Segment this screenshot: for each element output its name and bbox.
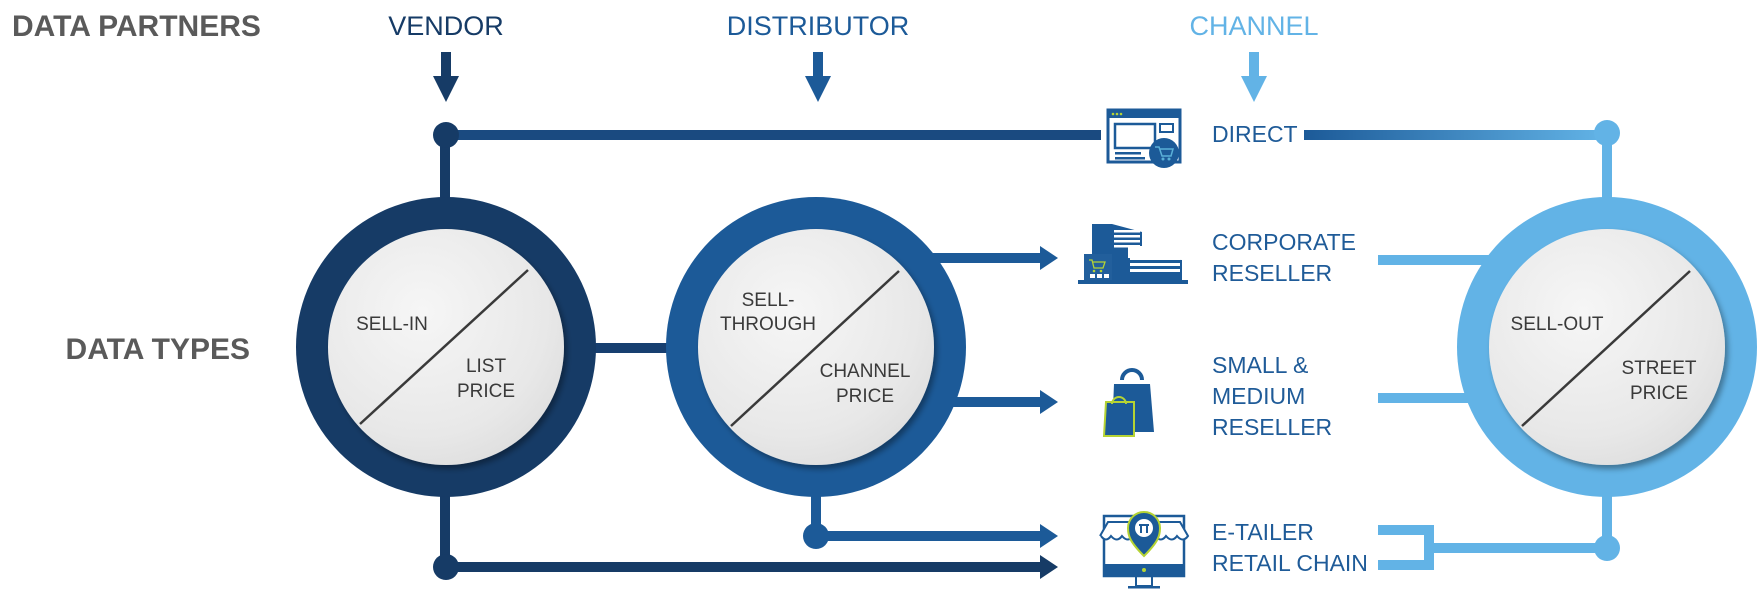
channel-down-arrow-icon [1241, 52, 1267, 102]
sell-in-divider [359, 269, 529, 425]
vendor-down-arrow-icon [433, 52, 459, 102]
partner-channel-label: CHANNEL [1189, 11, 1318, 41]
channel-price-label-line1: CHANNEL [820, 361, 911, 382]
storefront-location-icon [1099, 511, 1190, 589]
list-price-label-line1: LIST [466, 356, 507, 377]
channel-small-medium-line3: RESELLER [1212, 414, 1332, 440]
distributor-connectors [803, 246, 1058, 549]
channel-etailer-line2: RETAIL CHAIN [1212, 550, 1368, 576]
partner-distributor-label: DISTRIBUTOR [727, 11, 910, 41]
channel-small-medium-line1: SMALL & [1212, 352, 1308, 378]
channel-direct-label: DIRECT [1212, 121, 1298, 147]
sell-through-label-line1: SELL- [742, 290, 795, 311]
partner-vendor-label: VENDOR [388, 11, 504, 41]
data-type-sell-in: SELL-IN LIST PRICE [296, 197, 596, 497]
list-price-label-line2: PRICE [457, 381, 515, 402]
channel-corporate-reseller-line2: RESELLER [1212, 260, 1332, 286]
channel-price-label-line2: PRICE [836, 386, 894, 407]
vendor-connectors [433, 122, 1101, 580]
sell-in-label: SELL-IN [356, 314, 428, 335]
distributor-down-arrow-icon [805, 52, 831, 102]
data-type-sell-out: SELL-OUT STREET PRICE [1457, 197, 1757, 497]
data-types-heading: DATA TYPES [66, 333, 250, 366]
sell-out-divider [1521, 270, 1691, 427]
data-partners-heading: DATA PARTNERS [12, 10, 261, 43]
street-price-label-line1: STREET [1622, 358, 1697, 379]
channel-corporate-reseller-line1: CORPORATE [1212, 229, 1356, 255]
channel-etailer-line1: E-TAILER [1212, 519, 1314, 545]
web-shop-icon [1106, 108, 1182, 168]
sell-out-label: SELL-OUT [1511, 314, 1604, 335]
corporate-building-icon [1078, 224, 1188, 284]
shopping-bags-icon [1102, 368, 1154, 437]
sell-through-label-line2: THROUGH [720, 314, 816, 335]
street-price-label-line2: PRICE [1630, 383, 1688, 404]
sell-in-disc [328, 229, 564, 465]
sell-through-divider [730, 270, 900, 427]
data-type-sell-through: SELL- THROUGH CHANNEL PRICE [666, 197, 966, 497]
channel-connectors [1304, 120, 1620, 570]
channel-small-medium-line2: MEDIUM [1212, 383, 1305, 409]
